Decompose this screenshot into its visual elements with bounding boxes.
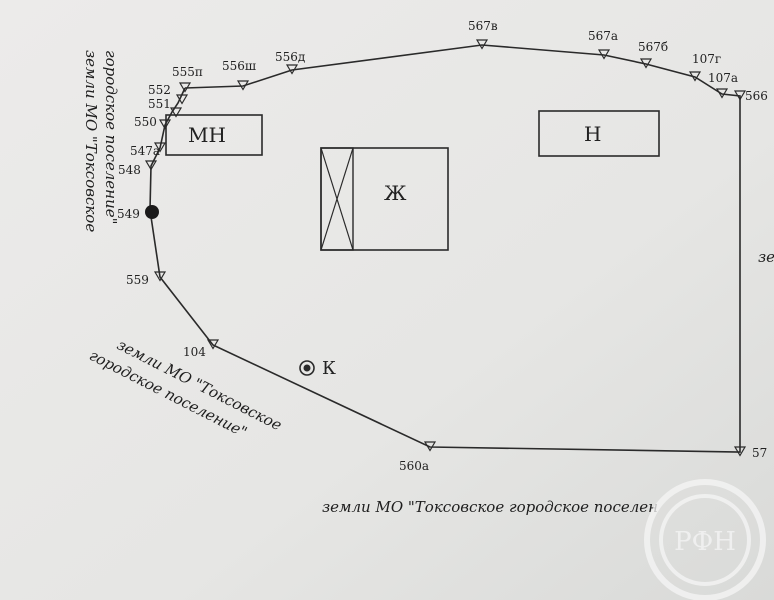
point-label-566: 566 <box>745 89 768 103</box>
zone-n: Н <box>538 110 660 157</box>
vertex-marker-104 <box>206 339 220 350</box>
plot-boundary-line <box>149 44 741 453</box>
caption-bottom: земли МО "Токсовское городское поселен <box>322 498 658 516</box>
point-label-104: 104 <box>183 345 206 359</box>
point-label-556: 556ш <box>222 59 256 73</box>
point-label-552: 552 <box>148 83 171 97</box>
vertex-marker-560a <box>423 441 437 452</box>
vertex-marker-551 <box>169 107 183 118</box>
vertex-marker-548 <box>144 160 158 171</box>
point-label-107g: 107г <box>692 52 721 66</box>
vertex-marker-559 <box>153 271 167 282</box>
caption-left-line1: земли МО "Токсовское <box>82 50 100 232</box>
stamp-letters: РФН <box>674 527 736 557</box>
zone-zh: Ж <box>320 147 449 251</box>
vertex-marker-566 <box>733 90 747 101</box>
point-label-548: 548 <box>118 163 141 177</box>
zone-n-label: Н <box>584 122 601 146</box>
vertex-marker-107g <box>688 71 702 82</box>
point-label-559: 559 <box>126 273 149 287</box>
point-label-107a: 107а <box>708 71 738 85</box>
point-label-560a: 560а <box>399 459 429 473</box>
point-label-567v: 567в <box>468 19 498 33</box>
caption-left-vertical: земли МО "Токсовское городское поселение… <box>82 50 120 232</box>
vertex-marker-567v <box>475 39 489 50</box>
zone-mn: МН <box>165 114 263 156</box>
right-edge-caption-fragment: зе <box>758 248 774 266</box>
zone-mn-label: МН <box>188 123 226 147</box>
stamp-watermark: РФН <box>644 479 766 600</box>
vertex-marker-555 <box>178 82 192 93</box>
point-label-550: 550 <box>134 115 157 129</box>
point-labels: 555п 556ш 556д 567в 567а 567б 107г 107а … <box>117 19 768 473</box>
boundary-vertices <box>144 39 747 457</box>
vertex-marker-552 <box>175 94 189 105</box>
point-label-57: 57 <box>752 446 767 460</box>
point-549-dot <box>145 205 159 219</box>
vertex-marker-567a <box>597 49 611 60</box>
point-label-547a: 547а <box>130 144 160 158</box>
survey-marker-k-label: К <box>322 358 336 379</box>
caption-left-line2: городское поселение" <box>102 50 120 225</box>
survey-marker-k: К <box>299 358 336 379</box>
vertex-marker-547a <box>153 142 167 153</box>
point-label-551: 551 <box>148 97 171 111</box>
point-label-556d: 556д <box>275 50 305 64</box>
zone-zh-label: Ж <box>384 181 407 205</box>
vertex-marker-567b <box>639 58 653 69</box>
vertex-marker-556 <box>236 80 250 91</box>
point-label-555: 555п <box>172 65 203 79</box>
vertex-marker-57 <box>733 446 747 457</box>
point-label-567b: 567б <box>638 40 668 54</box>
vertex-marker-550 <box>158 119 172 130</box>
vertex-marker-107a <box>715 88 729 99</box>
zone-zh-hatched-cell <box>320 147 354 251</box>
point-label-549: 549 <box>117 207 140 221</box>
vertex-marker-556d <box>285 64 299 75</box>
point-label-567a: 567а <box>588 29 618 43</box>
